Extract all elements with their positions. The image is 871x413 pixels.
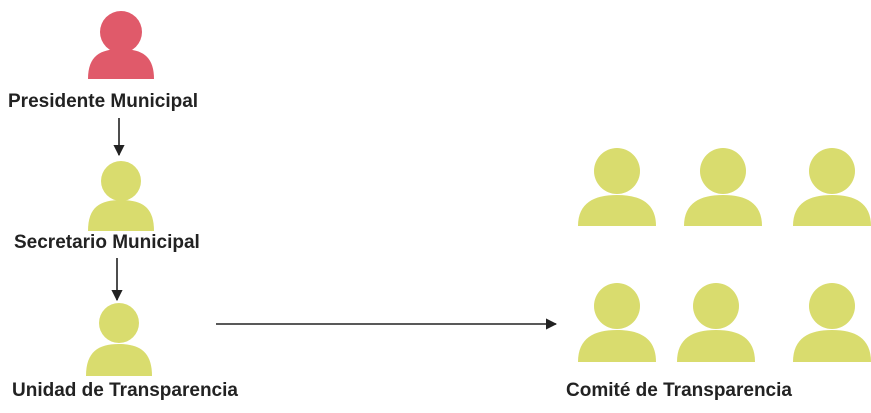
comite-label: Comité de Transparencia <box>566 380 792 401</box>
unidad-label: Unidad de Transparencia <box>12 380 238 401</box>
comite-member-icon <box>578 148 656 226</box>
presidente-label: Presidente Municipal <box>8 91 199 112</box>
presidente-person-icon <box>88 11 154 79</box>
comite-member-icon <box>793 283 871 362</box>
comite-person-group-icon <box>578 148 871 362</box>
unidad-person-icon <box>86 303 152 376</box>
comite-member-icon <box>677 283 755 362</box>
secretario-person-icon <box>88 161 154 231</box>
comite-member-icon <box>793 148 871 226</box>
comite-member-icon <box>684 148 762 226</box>
comite-member-icon <box>578 283 656 362</box>
secretario-label: Secretario Municipal <box>14 232 200 253</box>
